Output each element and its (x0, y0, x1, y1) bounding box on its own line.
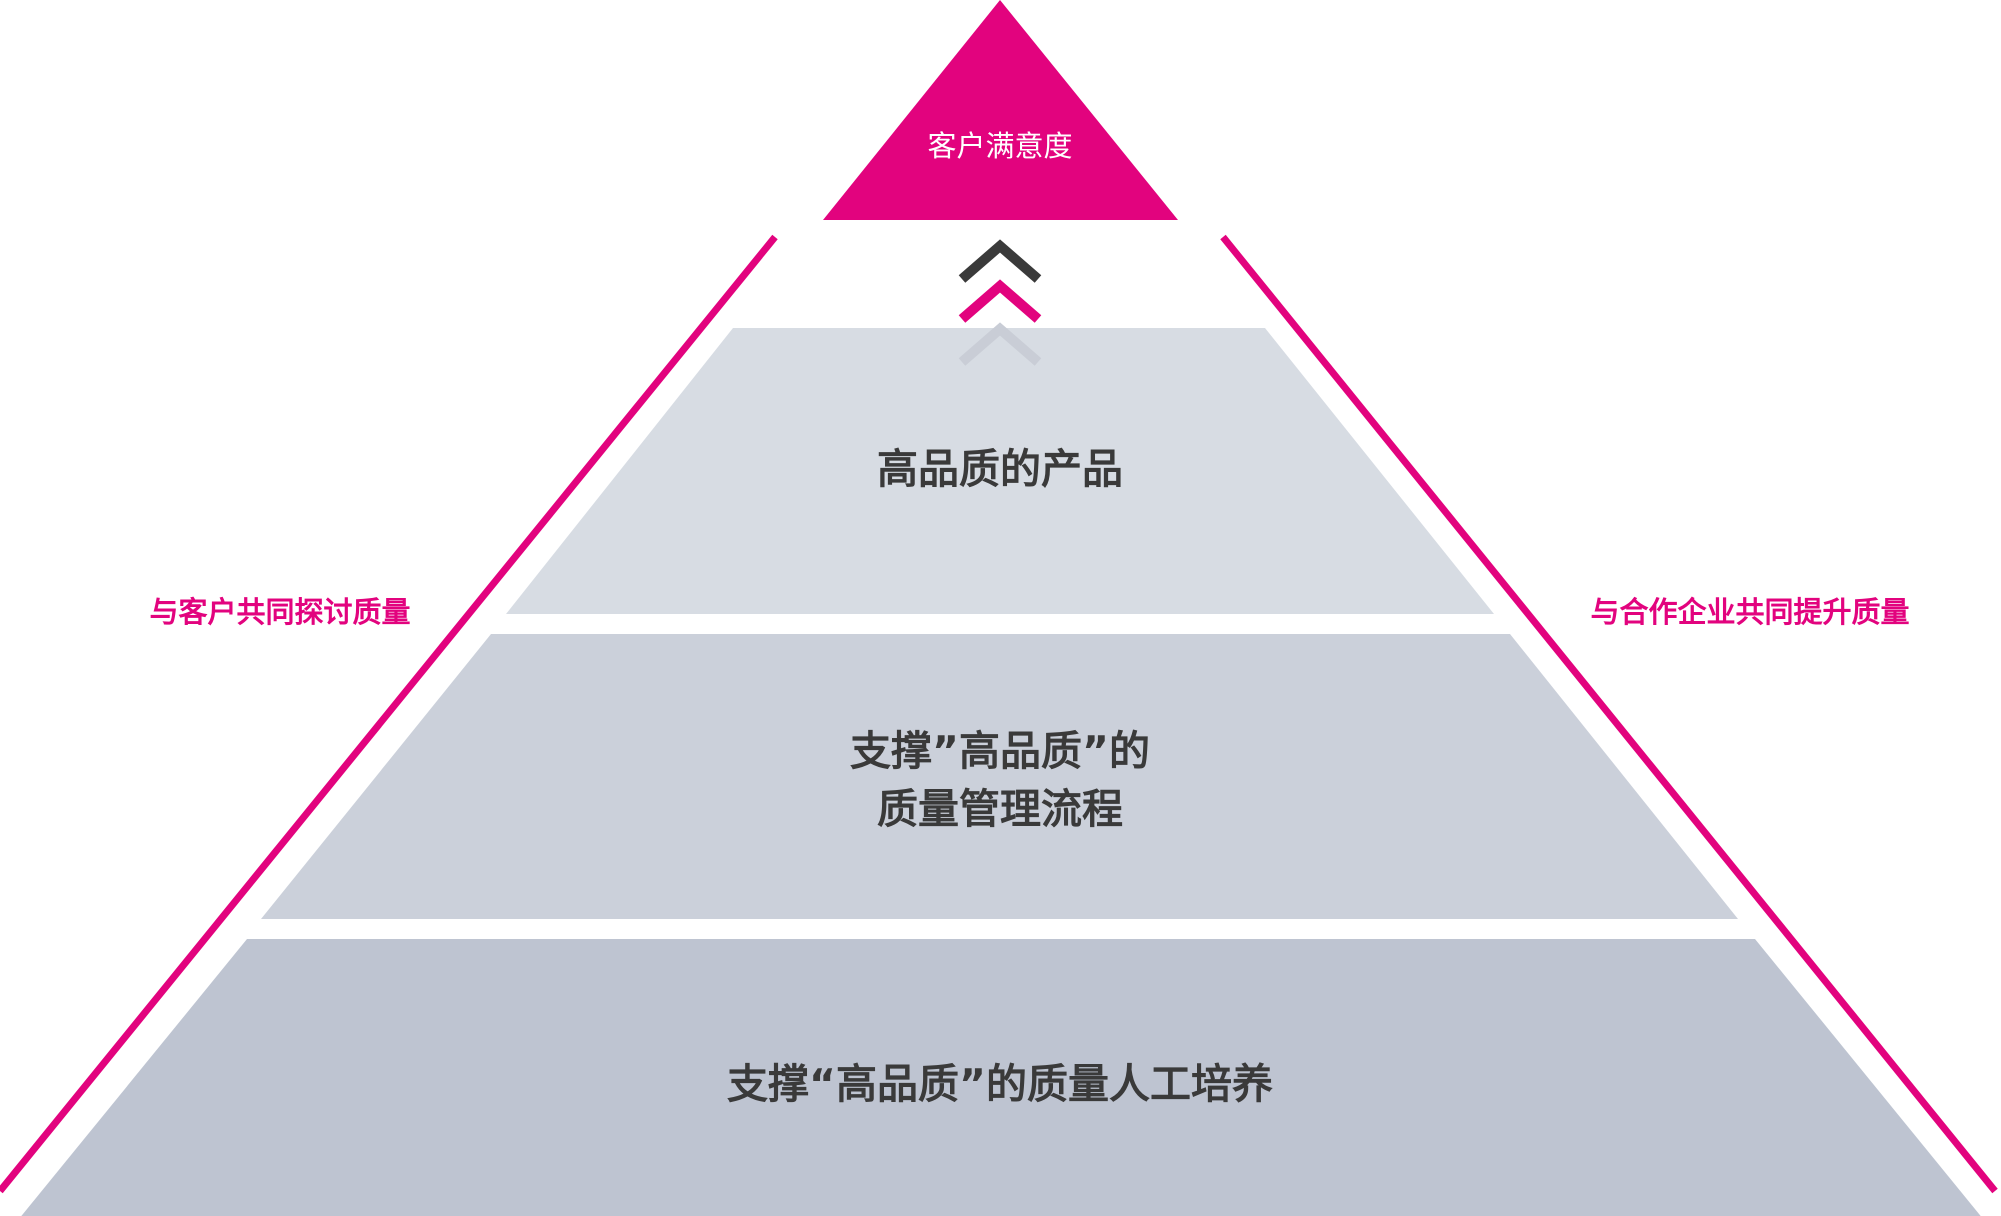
chevron-up-icon (958, 322, 1042, 366)
left-side-line (0, 234, 778, 1194)
tier-middle-label: 支撑”高品质”的 质量管理流程 (850, 727, 1150, 833)
left-side-label: 与客户共同探讨质量 (149, 595, 411, 629)
chevron-up-icon (958, 279, 1042, 323)
tier-top-shape (506, 328, 1494, 614)
apex-label: 客户满意度 (927, 129, 1073, 163)
triple-chevron-up-icon (958, 239, 1042, 366)
tier-top-label: 高品质的产品 (877, 445, 1123, 493)
right-side-label: 与合作企业共同提升质量 (1590, 595, 1910, 629)
chevron-up-icon (958, 239, 1042, 283)
right-side-line (1220, 234, 1998, 1194)
tier-bottom-shape (21, 939, 1981, 1216)
apex-triangle (823, 0, 1178, 220)
tier-bottom-label: 支撑“高品质”的质量人工培养 (727, 1060, 1273, 1108)
tier-middle-shape (261, 634, 1738, 919)
